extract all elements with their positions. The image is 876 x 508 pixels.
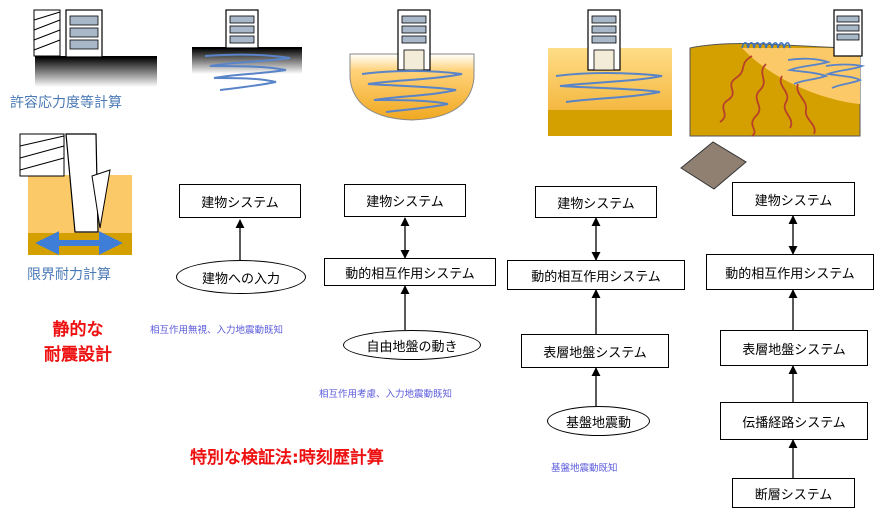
limit-strength-illustration bbox=[19, 133, 132, 255]
limit-strength-label: 限界耐力計算 bbox=[27, 267, 111, 283]
column-3-note: 基盤地震動既知 bbox=[551, 463, 618, 474]
surface-coil-icon bbox=[741, 41, 791, 49]
building-icon bbox=[833, 9, 863, 57]
soil-spring-icon bbox=[555, 72, 663, 103]
column-2-free-field-oval: 自由地盤の動き bbox=[343, 330, 481, 360]
column-4-propagation-path-box: 伝播経路システム bbox=[720, 402, 868, 440]
fault-plane-icon bbox=[680, 141, 747, 190]
building-icon bbox=[587, 9, 621, 71]
allowable-stress-label: 許容応力度等計算 bbox=[10, 95, 122, 111]
column-2-interaction-system-box: 動的相互作用システム bbox=[324, 258, 496, 286]
building-simple-illustration bbox=[33, 9, 157, 87]
soil-spring-icon bbox=[361, 70, 463, 113]
building-icon bbox=[397, 9, 431, 71]
connector-arrows bbox=[235, 215, 798, 478]
column-1-note: 相互作用無視、入力地震動既知 bbox=[150, 325, 284, 336]
embedded-building-illustration bbox=[349, 9, 475, 121]
static-design-line-2: 耐震設計 bbox=[44, 345, 112, 365]
building-icon bbox=[225, 9, 259, 49]
fault-propagation-illustration bbox=[680, 9, 866, 190]
column-2-note: 相互作用考慮、入力地震動既知 bbox=[319, 389, 453, 400]
soil-spring-icon bbox=[204, 53, 291, 91]
column-4-interaction-system-box: 動的相互作用システム bbox=[706, 254, 874, 290]
fault-spring-icon bbox=[719, 55, 816, 137]
soil-spring-icon bbox=[786, 57, 832, 85]
column-3-bedrock-motion-oval: 基盤地震動 bbox=[547, 406, 650, 436]
special-method-title: 特別な検証法:時刻歴計算 bbox=[190, 448, 384, 468]
building-ground-spring-illustration bbox=[192, 9, 302, 91]
column-4-building-system-box: 建物システム bbox=[732, 182, 855, 216]
column-4-fault-system-box: 断層システム bbox=[732, 478, 855, 508]
column-1-input-oval: 建物への入力 bbox=[176, 260, 306, 294]
column-3-interaction-system-box: 動的相互作用システム bbox=[507, 260, 685, 290]
column-4-surface-layer-box: 表層地盤システム bbox=[720, 330, 868, 366]
column-3-building-system-box: 建物システム bbox=[535, 186, 657, 218]
building-icon bbox=[65, 9, 103, 58]
surface-layer-illustration bbox=[548, 9, 672, 136]
static-design-line-1: 静的な bbox=[52, 320, 104, 340]
soil-spring-icon bbox=[824, 63, 866, 89]
column-3-surface-layer-box: 表層地盤システム bbox=[521, 334, 669, 368]
static-design-label: 静的な 耐震設計 bbox=[26, 318, 130, 368]
column-1-building-system-box: 建物システム bbox=[179, 184, 301, 218]
column-2-building-system-box: 建物システム bbox=[344, 184, 466, 217]
